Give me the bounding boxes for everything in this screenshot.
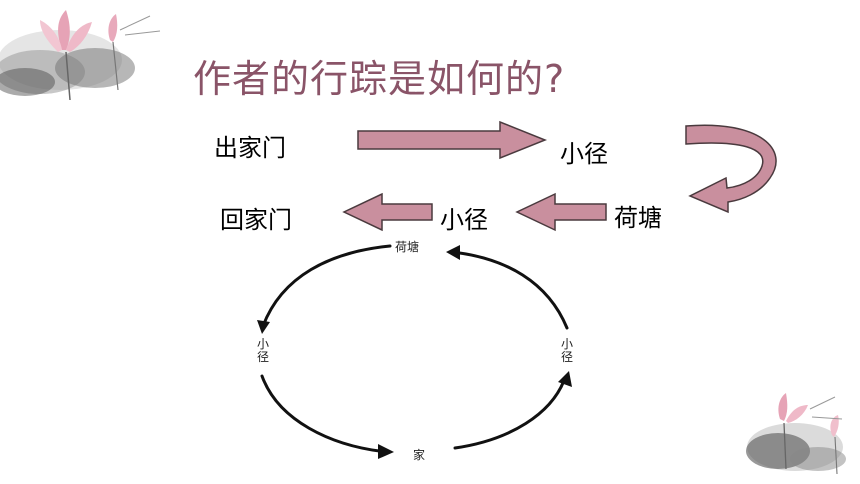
arrowhead-icon: [558, 371, 572, 387]
arrowhead-icon: [378, 444, 394, 459]
arrowhead-icon: [446, 245, 460, 260]
lotus-painting-icon: [0, 10, 161, 101]
cycle-right-label: 小 径: [560, 338, 574, 364]
cycle-top-label: 荷塘: [395, 240, 420, 254]
cycle-left-label: 小 径: [256, 338, 270, 364]
arrow-left-icon: [342, 192, 433, 232]
cycle-left-char-1: 小: [256, 337, 269, 351]
slide-title: 作者的行踪是如何的?: [193, 57, 566, 101]
cycle-arc-top-left: [261, 244, 392, 328]
curved-arrow-icon: [685, 124, 777, 214]
arrow-left-icon: [515, 192, 607, 232]
cycle-right-char-1: 小: [560, 337, 573, 351]
lotus-painting-icon: [746, 393, 846, 475]
flow-end-label: 回家门: [220, 206, 292, 234]
arrowhead-icon: [257, 320, 270, 334]
cycle-right-char-2: 径: [560, 350, 573, 364]
cycle-arc-bottom-left: [260, 374, 389, 454]
flow-path2-label: 小径: [440, 206, 488, 234]
cycle-arc-bottom-right: [453, 376, 567, 450]
flow-pond-label: 荷塘: [614, 204, 662, 232]
cycle-left-char-2: 径: [256, 350, 269, 364]
arrow-right-icon: [357, 120, 548, 160]
flow-path1-label: 小径: [560, 140, 608, 168]
cycle-bottom-label: 家: [413, 448, 426, 462]
flow-start-label: 出家门: [214, 134, 286, 162]
cycle-arc-top-right: [450, 250, 569, 330]
